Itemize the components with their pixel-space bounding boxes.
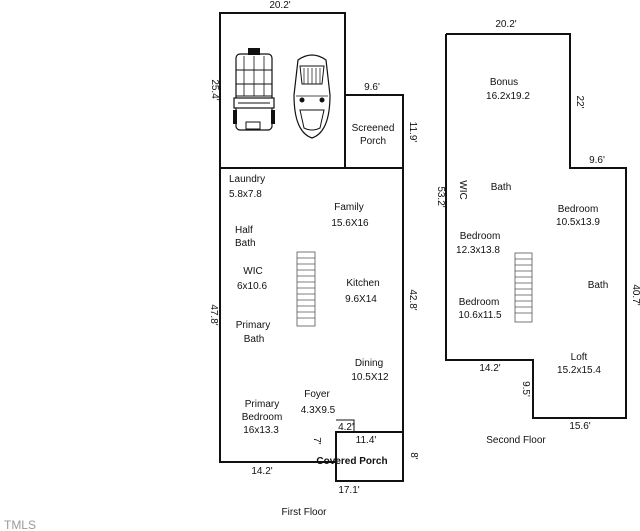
family-label: Family — [334, 202, 363, 213]
screened-porch-label-2: Porch — [360, 136, 386, 147]
first-floor: Screened Porch Laundry 5.8x7.8 Family 15… — [208, 0, 419, 518]
dim-covered-porch-width: 11.4' — [356, 435, 377, 446]
second-floor-caption: Second Floor — [486, 435, 546, 446]
first-floor-caption: First Floor — [282, 507, 328, 518]
bath-right-label: Bath — [588, 280, 609, 291]
bonus-label: Bonus — [490, 77, 518, 88]
dim-upper-bottom-left: 14.2' — [479, 363, 500, 374]
dim-bottom-left: 14.2' — [251, 466, 272, 477]
dim-garage-left: 25.4' — [209, 79, 220, 100]
dim-bonus-right: 22' — [574, 95, 585, 108]
bonus-size: 16.2x19.2 — [486, 91, 530, 102]
covered-porch-label: Covered Porch — [316, 456, 387, 467]
wic-size: 6x10.6 — [237, 281, 267, 292]
screened-porch-label-1: Screened — [352, 123, 395, 134]
bedroom-mid-label: Bedroom — [460, 231, 501, 242]
laundry-size: 5.8x7.8 — [229, 189, 262, 200]
kitchen-label: Kitchen — [346, 278, 379, 289]
dim-porch-top: 9.6' — [364, 82, 380, 93]
primary-bedroom-label-1: Primary — [245, 399, 279, 410]
bedroom-right-label: Bedroom — [558, 204, 599, 215]
wic-upper-label: WIC — [457, 180, 468, 199]
kitchen-size: 9.6X14 — [345, 294, 377, 305]
loft-label: Loft — [571, 352, 588, 363]
dim-notch-depth: 9.5' — [520, 381, 531, 397]
dim-upper-bottom-right: 15.6' — [569, 421, 590, 432]
first-floor-stairs — [296, 251, 316, 327]
mls-watermark: TMLS — [4, 518, 36, 531]
bedroom-low-size: 10.6x11.5 — [458, 310, 502, 321]
entry-notch — [336, 419, 355, 432]
dim-covered-porch-depth: 8' — [408, 452, 419, 460]
primary-bath-label-1: Primary — [236, 320, 270, 331]
dim-upper-left: 53.2' — [435, 186, 446, 207]
primary-bath-label-2: Bath — [244, 334, 265, 345]
half-bath-label-2: Bath — [235, 238, 256, 249]
bedroom-right-size: 10.5x13.9 — [556, 217, 600, 228]
loft-size: 15.2x15.4 — [557, 365, 601, 376]
second-floor-walls — [445, 33, 627, 419]
covered-porch-walls — [335, 432, 404, 482]
dining-size: 10.5X12 — [351, 372, 389, 383]
foyer-size: 4.3X9.5 — [301, 405, 336, 416]
second-floor-stairs — [514, 252, 533, 323]
foyer-label: Foyer — [304, 389, 330, 400]
screened-porch-walls — [345, 94, 404, 168]
laundry-label: Laundry — [229, 174, 265, 185]
bedroom-mid-size: 12.3x13.8 — [456, 245, 500, 256]
dim-left-side: 47.8' — [208, 304, 219, 325]
wic-label: WIC — [243, 266, 262, 277]
primary-bedroom-label-2: Bedroom — [242, 412, 283, 423]
dining-label: Dining — [355, 358, 383, 369]
primary-bedroom-size: 16x13.3 — [243, 425, 279, 436]
dim-entry-width: 4.2' — [338, 422, 354, 433]
jeep-icon — [233, 48, 275, 131]
dim-bottom-total: 17.1' — [338, 485, 359, 496]
dim-porch-right: 11.9' — [407, 122, 418, 143]
half-bath-label-1: Half — [235, 225, 253, 236]
family-size: 15.6X16 — [331, 218, 369, 229]
bath-upper-label: Bath — [491, 182, 512, 193]
second-floor: Bonus 16.2x19.2 WIC Bath Bedroom 10.5x13… — [435, 19, 640, 446]
dim-garage-top: 20.2' — [269, 0, 290, 11]
dim-step-top: 9.6' — [589, 155, 605, 166]
bedroom-low-label: Bedroom — [459, 297, 500, 308]
dim-upper-right: 40.7' — [630, 284, 640, 305]
car-icon — [293, 54, 331, 139]
dim-entry-depth: 7' — [311, 437, 322, 445]
dim-upper-top: 20.2' — [495, 19, 516, 30]
first-floor-walls — [219, 167, 404, 463]
dim-right-side: 42.8' — [407, 289, 418, 310]
